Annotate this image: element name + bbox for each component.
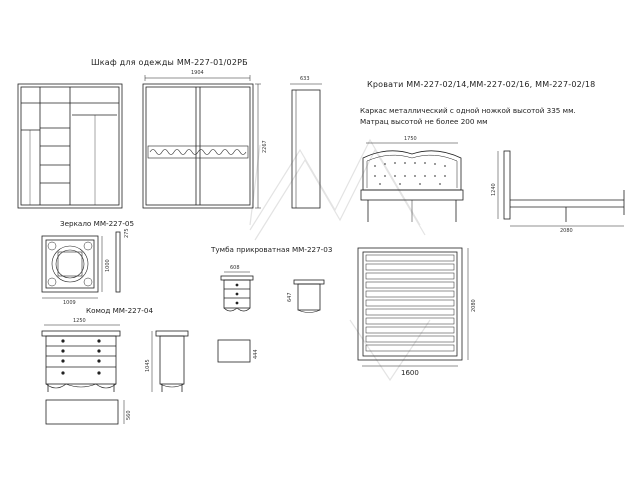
bed-note-line1: Каркас металлический с одной ножкой высо… xyxy=(360,106,576,115)
dresser-side-view xyxy=(151,330,189,392)
bed-headboard-view xyxy=(360,142,464,222)
nightstand-depth-dim: 444 xyxy=(253,349,259,359)
dresser-top-view xyxy=(45,399,125,425)
wardrobe-side-view xyxy=(290,83,322,209)
watermark xyxy=(249,138,431,382)
nightstand-title: Тумба прикроватная ММ-227-03 xyxy=(211,245,333,254)
wardrobe-depth-dim: 633 xyxy=(300,76,310,82)
bed-headboard-width-dim: 1750 xyxy=(404,136,417,142)
bed-plan-width-dim: 1600 xyxy=(401,369,419,377)
wardrobe-height-dim: 2267 xyxy=(262,140,268,153)
mirror-title: Зеркало ММ-227-05 xyxy=(60,219,135,228)
dresser-height-dim: 1045 xyxy=(145,359,151,372)
wardrobe-title: Шкаф для одежды ММ-227-01/02РБ xyxy=(91,58,248,67)
bed-side-view xyxy=(497,150,625,227)
mirror-depth-dim: 275 xyxy=(124,228,130,238)
mirror-height-dim: 1000 xyxy=(105,259,111,272)
bed-side-length-dim: 2080 xyxy=(560,228,573,234)
dresser-width-dim: 1250 xyxy=(73,318,86,324)
dresser-front-view xyxy=(41,324,121,392)
nightstand-top-view xyxy=(217,339,251,363)
nightstand-width-dim: 608 xyxy=(230,265,240,271)
wardrobe-width-dim: 1904 xyxy=(191,70,204,76)
dresser-depth-dim: 560 xyxy=(126,410,132,420)
mirror-width-dim: 1009 xyxy=(63,300,76,306)
bed-note-line2: Матрац высотой не более 200 мм xyxy=(360,117,488,126)
bed-title: Кровати ММ-227-02/14,ММ-227-02/16, ММ-22… xyxy=(367,80,596,89)
wardrobe-interior-view xyxy=(17,83,123,209)
bed-side-height-dim: 1240 xyxy=(491,183,497,196)
mirror-view xyxy=(41,231,121,299)
bed-plan-view xyxy=(357,247,469,367)
nightstand-side-view xyxy=(293,279,325,313)
dresser-title: Комод ММ-227-04 xyxy=(86,306,154,315)
wardrobe-front-view xyxy=(142,75,261,209)
bed-plan-length-dim: 2080 xyxy=(471,299,477,312)
nightstand-front-view xyxy=(220,271,254,312)
nightstand-height-dim: 647 xyxy=(287,292,293,302)
